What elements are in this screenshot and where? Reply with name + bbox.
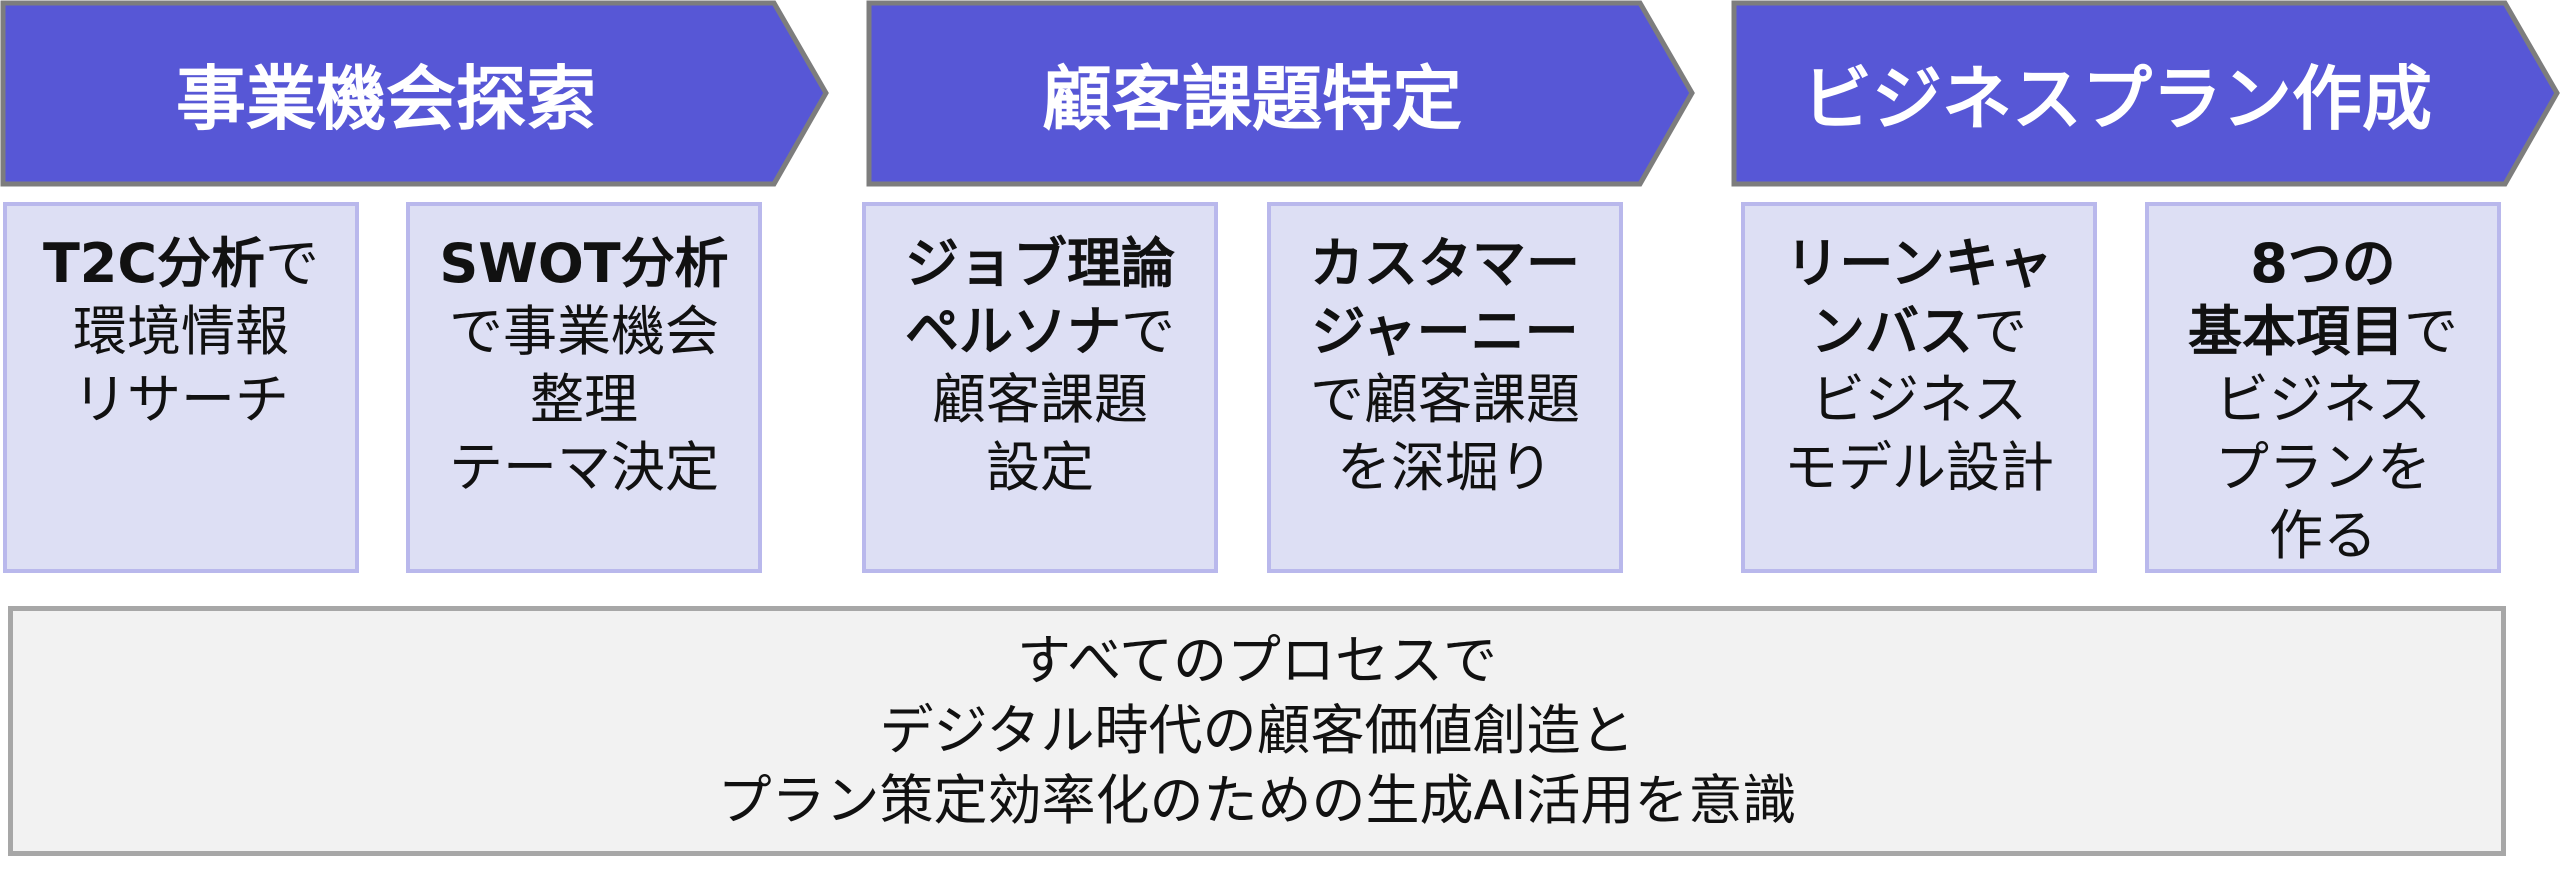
phase-title: 顧客課題特定 <box>1042 58 1462 140</box>
card-line: 設定 <box>986 436 1094 499</box>
card-text: で <box>1973 300 2027 363</box>
card-bold-text: 8つの <box>2250 232 2396 295</box>
step-card-t2c: T2C分析で 環境情報 リサーチ <box>3 202 359 573</box>
phase-title: 事業機会探索 <box>176 58 596 140</box>
card-bold-text: ペルソナ <box>905 300 1121 363</box>
card-line: で顧客課題 <box>1310 368 1580 431</box>
card-text: で <box>265 232 320 295</box>
card-bold-text: ジャーニー <box>1311 300 1579 363</box>
arrow-shape <box>0 0 829 187</box>
card-bold-text: T2C分析 <box>42 232 266 295</box>
arrow-shape <box>866 0 1695 187</box>
step-card-lean-canvas: リーンキャ ンバスで ビジネス モデル設計 <box>1741 202 2097 573</box>
step-card-job-theory: ジョブ理論 ペルソナで 顧客課題 設定 <box>862 202 1218 573</box>
card-bold-text: SWOT分析 <box>439 232 729 295</box>
card-line: 整理 <box>530 368 638 431</box>
card-bold-text: リーンキャ <box>1785 232 2053 295</box>
card-bold-text: ンバス <box>1811 300 1973 363</box>
card-line: 顧客課題 <box>932 368 1148 431</box>
card-bold-text: ジョブ理論 <box>905 232 1175 295</box>
card-line: T2C分析で <box>43 230 319 298</box>
card-bold-text: カスタマー <box>1310 232 1580 295</box>
card-line: テーマ決定 <box>449 436 719 499</box>
card-line: リサーチ <box>73 368 289 431</box>
step-card-basic-items: 8つの 基本項目で ビジネス プランを 作る <box>2145 202 2501 573</box>
card-line: プランを <box>2215 436 2431 499</box>
card-line: 作る <box>2269 504 2377 567</box>
card-bold-text: 基本項目 <box>2188 300 2404 363</box>
card-line: で事業機会 <box>449 300 719 363</box>
phase-arrow-3: ビジネスプラン作成 <box>1731 0 2560 187</box>
footer-line: プラン策定効率化のための生成AI活用を意識 <box>717 769 1797 832</box>
step-card-swot: SWOT分析 で事業機会 整理 テーマ決定 <box>406 202 762 573</box>
phase-arrow-1: 事業機会探索 <box>0 0 834 187</box>
card-line: ペルソナで <box>905 298 1175 366</box>
card-line: モデル設計 <box>1784 436 2054 499</box>
footer-line: すべてのプロセスで <box>1016 629 1498 692</box>
card-line: 基本項目で <box>2188 298 2458 366</box>
card-line: ビジネス <box>2215 368 2431 431</box>
card-line: ンバスで <box>1811 298 2027 366</box>
phase-arrow-2: 顧客課題特定 <box>866 0 1700 187</box>
card-text: で <box>2404 300 2458 363</box>
footer-line: デジタル時代の顧客価値創造と <box>879 699 1635 762</box>
footer-note: すべてのプロセスで デジタル時代の顧客価値創造と プラン策定効率化のための生成A… <box>8 606 2506 856</box>
phase-title: ビジネスプラン作成 <box>1802 58 2432 140</box>
card-line: ビジネス <box>1811 368 2027 431</box>
arrow-shape <box>1731 0 2560 187</box>
card-line: 環境情報 <box>73 300 289 363</box>
card-line: を深堀り <box>1337 436 1553 499</box>
card-text: で <box>1121 300 1175 363</box>
step-card-customer-journey: カスタマー ジャーニー で顧客課題 を深堀り <box>1267 202 1623 573</box>
